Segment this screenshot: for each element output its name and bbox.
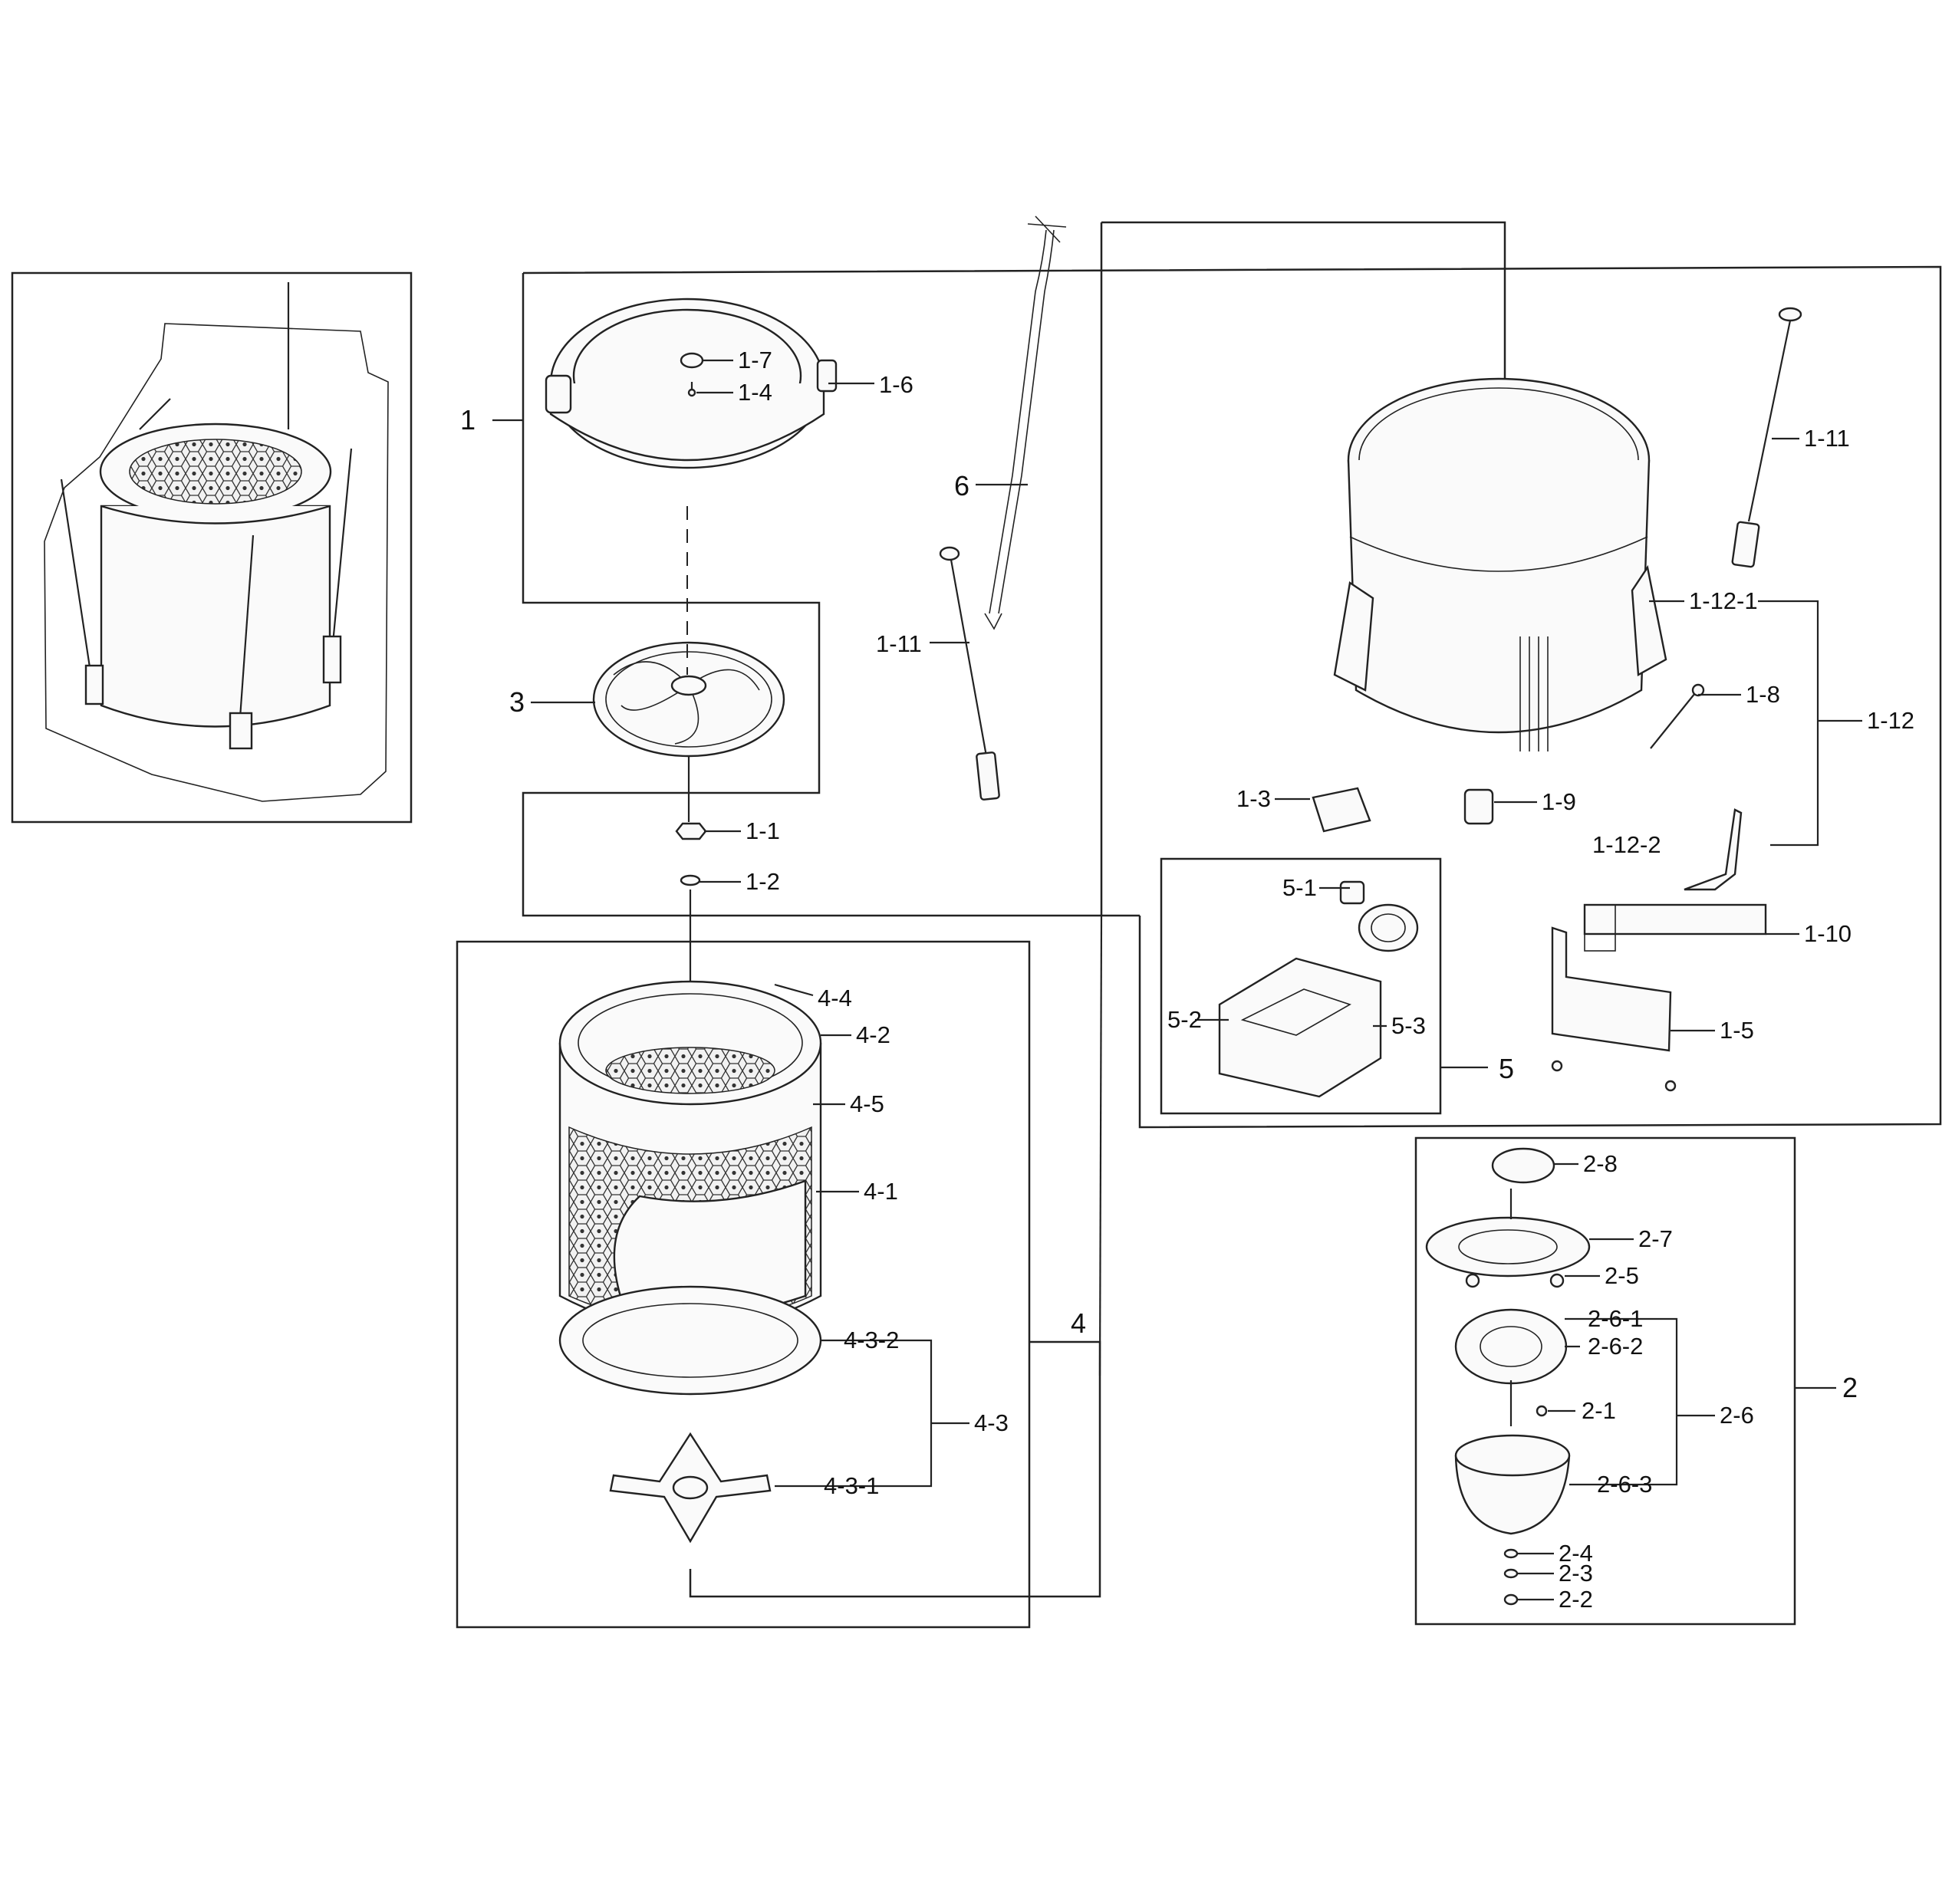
callout-1-5: 1-5 xyxy=(1720,1017,1754,1044)
callout-1-11-right: 1-11 xyxy=(1804,425,1850,452)
callout-5-3: 5-3 xyxy=(1391,1012,1426,1039)
callout-1-2: 1-2 xyxy=(746,868,780,895)
callout-5: 5 xyxy=(1499,1053,1514,1084)
pulsator xyxy=(592,506,785,758)
group-4-frame xyxy=(456,915,1103,1629)
group-1-frames xyxy=(492,221,1942,1129)
callout-2-6-1: 2-6-1 xyxy=(1588,1305,1643,1332)
callout-1-12: 1-12 xyxy=(1867,707,1914,734)
callout-2-6-2: 2-6-2 xyxy=(1588,1333,1643,1360)
callout-2-6: 2-6 xyxy=(1720,1402,1754,1429)
group-2-motor xyxy=(1414,1136,1796,1626)
small-parts-right xyxy=(1312,683,1767,1092)
overview-inset xyxy=(11,271,413,824)
callout-4-3-1: 4-3-1 xyxy=(824,1472,879,1499)
callout-4-3: 4-3 xyxy=(974,1409,1009,1436)
callout-5-1: 5-1 xyxy=(1282,874,1317,901)
callout-1-6: 1-6 xyxy=(879,371,913,398)
callout-1-3: 1-3 xyxy=(1236,785,1271,812)
callout-2-8: 2-8 xyxy=(1583,1150,1618,1177)
leader-lines xyxy=(531,359,1862,1601)
suspension-rod-left xyxy=(939,546,1000,801)
callout-1-1: 1-1 xyxy=(746,817,780,844)
callout-1-12-2: 1-12-2 xyxy=(1592,831,1661,858)
drain-hose xyxy=(984,215,1067,630)
callout-1-4: 1-4 xyxy=(738,379,772,406)
callout-4-5: 4-5 xyxy=(850,1090,884,1117)
callout-4-4: 4-4 xyxy=(818,985,852,1011)
callout-2-7: 2-7 xyxy=(1638,1225,1673,1252)
tub-cover xyxy=(545,298,838,469)
callout-1-7: 1-7 xyxy=(738,347,772,373)
callout-3: 3 xyxy=(509,686,525,718)
callout-1-8: 1-8 xyxy=(1746,681,1780,708)
suspension-rod-right xyxy=(1731,307,1802,568)
callout-2-2: 2-2 xyxy=(1559,1586,1593,1613)
callout-2-5: 2-5 xyxy=(1605,1262,1639,1289)
inner-basket xyxy=(558,980,822,1544)
callout-4-1: 4-1 xyxy=(864,1178,898,1205)
callout-2: 2 xyxy=(1842,1372,1858,1403)
callout-2-4: 2-4 xyxy=(1559,1540,1593,1567)
drain-pump xyxy=(1160,857,1488,1115)
callout-1-10: 1-10 xyxy=(1804,920,1852,947)
callout-4-2: 4-2 xyxy=(856,1021,890,1048)
callout-1-9: 1-9 xyxy=(1542,788,1576,815)
callout-2-1: 2-1 xyxy=(1582,1397,1616,1424)
callout-1-12-1: 1-12-1 xyxy=(1689,587,1758,614)
callout-6: 6 xyxy=(954,470,969,501)
callout-4-3-2: 4-3-2 xyxy=(844,1327,899,1353)
callout-2-6-3: 2-6-3 xyxy=(1597,1471,1652,1498)
callout-5-2: 5-2 xyxy=(1167,1006,1202,1033)
callout-labels: 1 1-7 1-4 1-6 6 1-11 3 1-1 1-2 1-11 1-12… xyxy=(460,347,1914,1613)
callout-1: 1 xyxy=(460,404,476,436)
outer-tub xyxy=(1333,377,1667,751)
callout-2-3: 2-3 xyxy=(1559,1560,1593,1587)
callout-4: 4 xyxy=(1071,1307,1086,1339)
callout-1-11-left: 1-11 xyxy=(876,630,922,657)
